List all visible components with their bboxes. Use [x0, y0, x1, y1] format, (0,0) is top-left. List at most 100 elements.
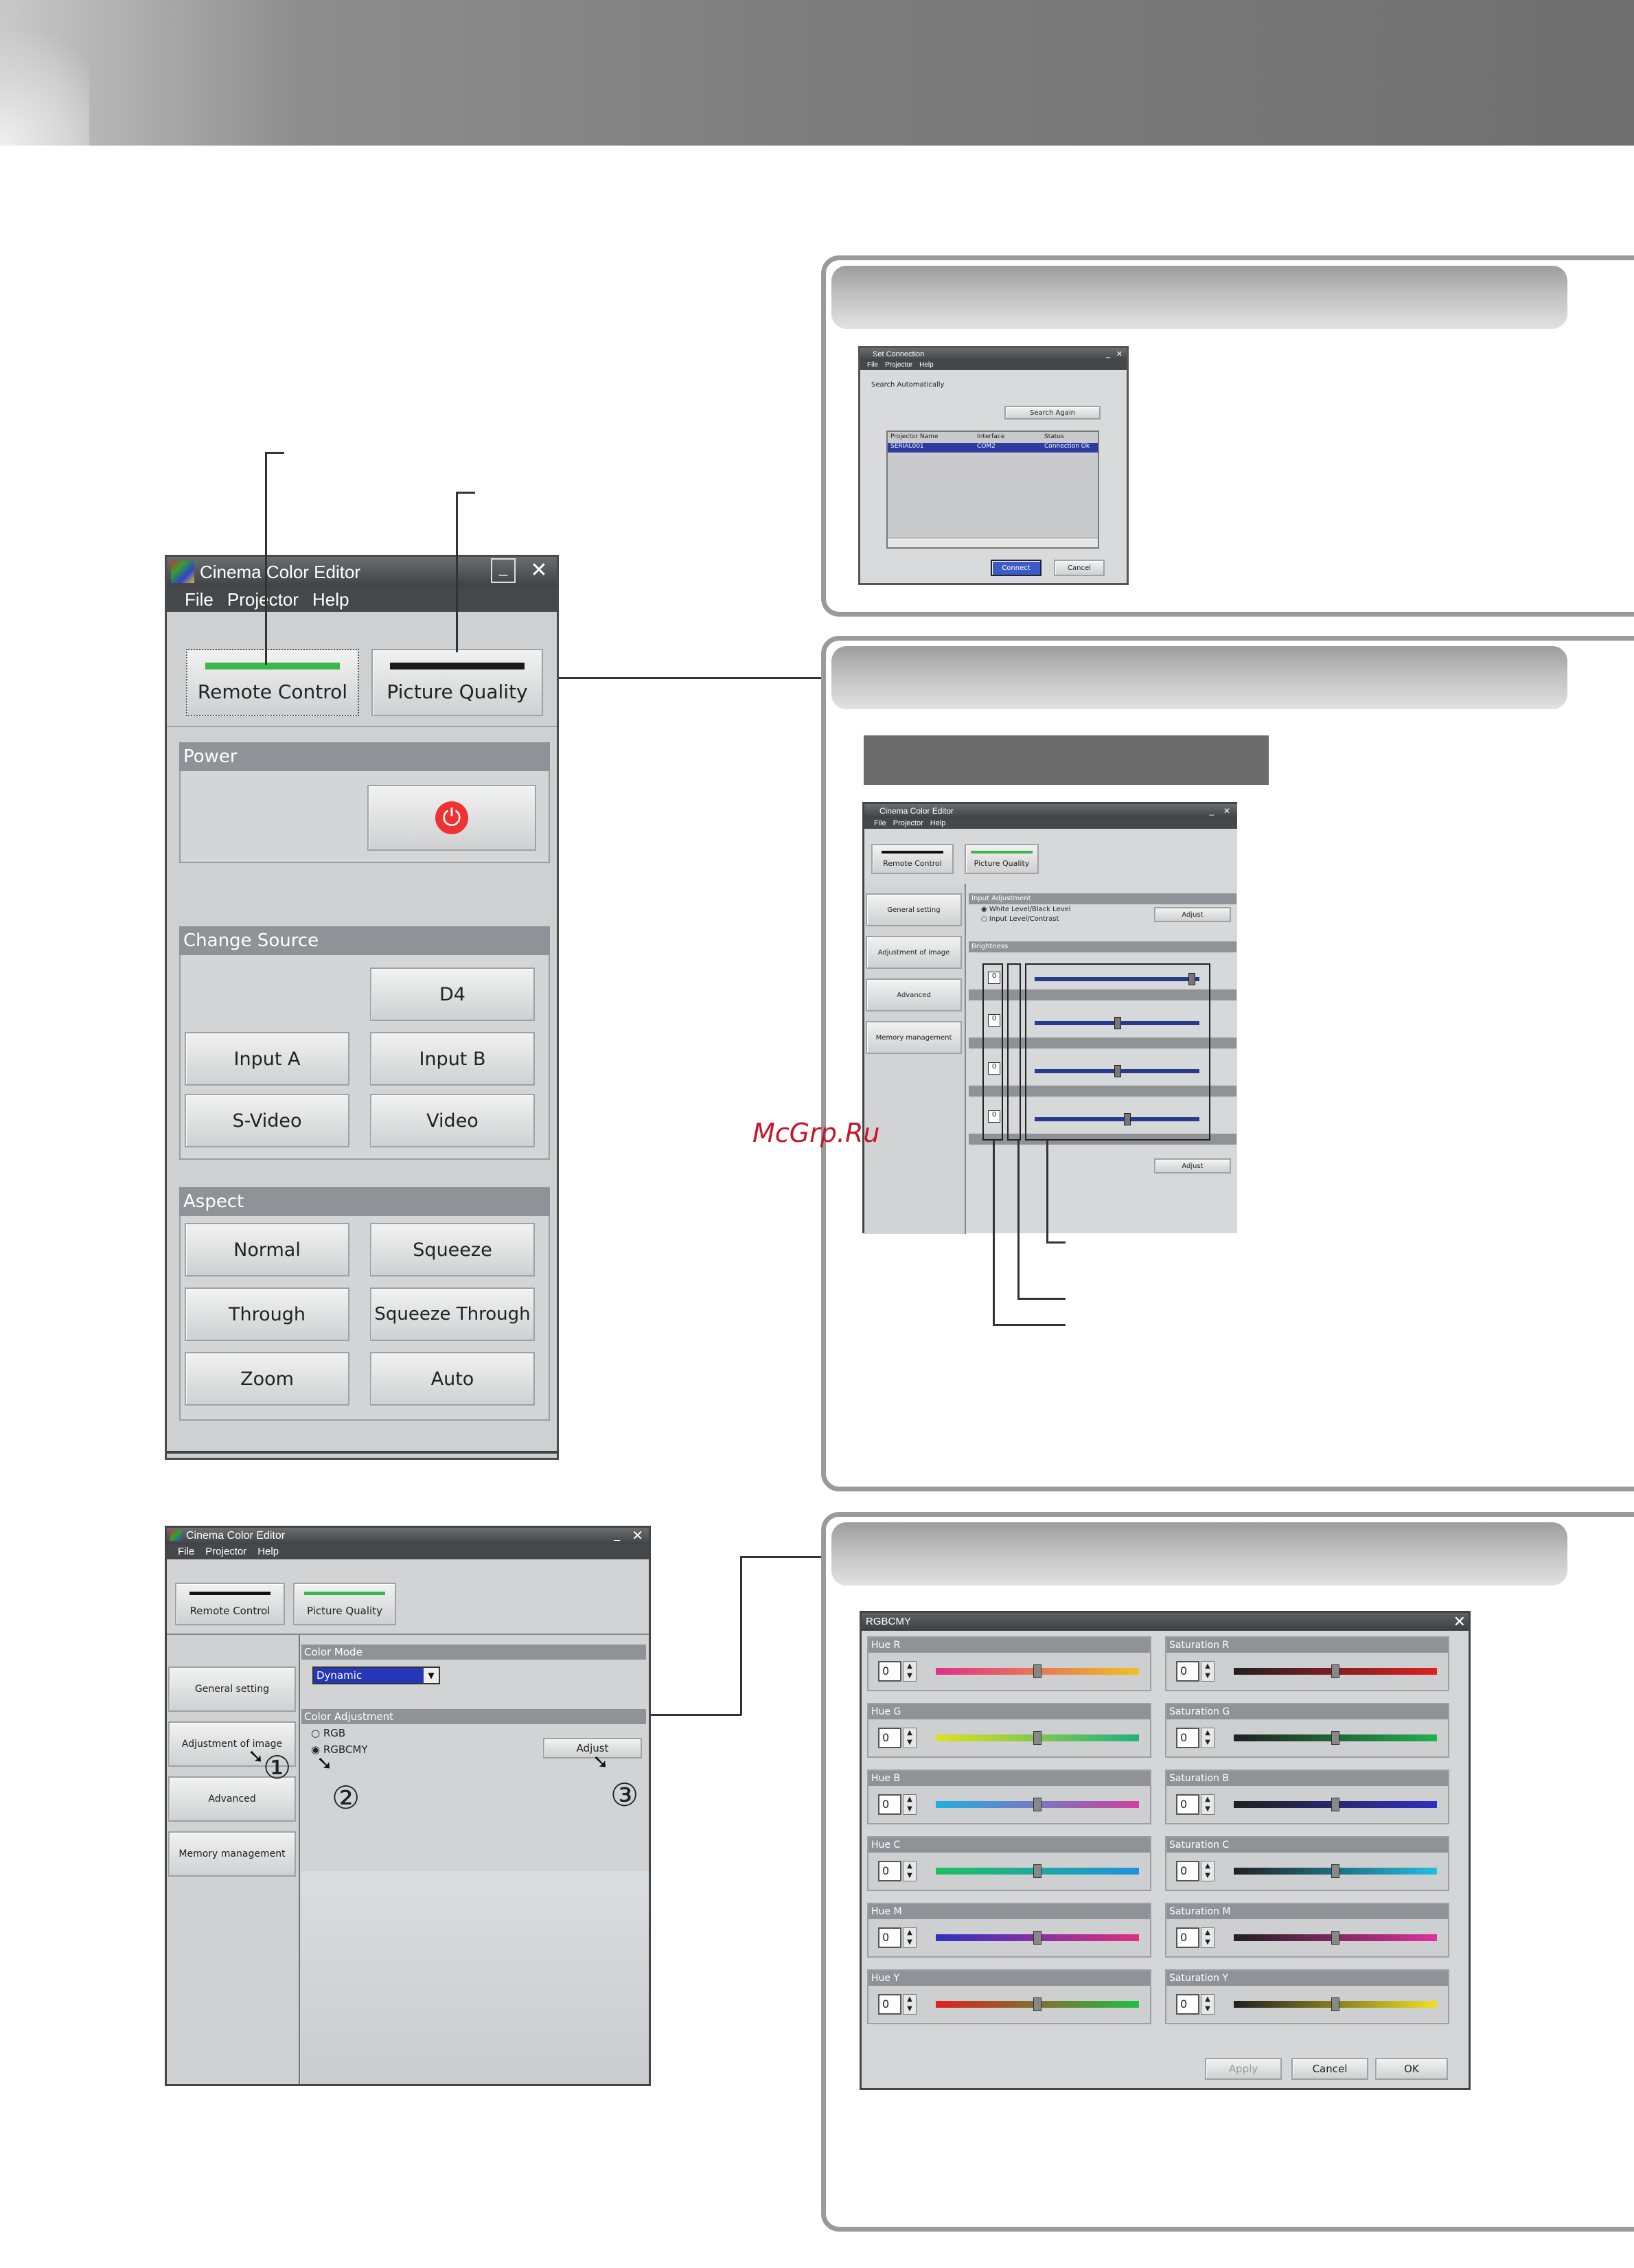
radio-white-level[interactable]: ◉ White Level/Black Level — [981, 906, 1071, 913]
cancel-button[interactable]: Cancel — [1054, 560, 1105, 576]
value-field[interactable]: 0 — [878, 1994, 901, 2015]
value-field[interactable]: 0 — [1176, 1661, 1199, 1682]
slider-thumb[interactable] — [1033, 1798, 1042, 1811]
radio-rgb[interactable]: ○ RGB — [311, 1727, 346, 1739]
slider-thumb[interactable] — [1033, 1731, 1042, 1745]
video-button[interactable]: Video — [370, 1094, 535, 1147]
menu-help[interactable]: Help — [257, 1546, 279, 1557]
color-slider[interactable] — [936, 1864, 1139, 1878]
tab-picture-quality[interactable]: Picture Quality — [293, 1583, 396, 1625]
slider-thumb[interactable] — [1033, 1997, 1042, 2011]
color-slider[interactable] — [1234, 1664, 1437, 1678]
spin-buttons[interactable]: ▲▼ — [1201, 1861, 1215, 1881]
value-field[interactable]: 0 — [878, 1728, 901, 1748]
sidebar-item-general[interactable]: General setting — [866, 893, 962, 926]
slider-thumb[interactable] — [1331, 1664, 1339, 1678]
menu-help[interactable]: Help — [930, 819, 946, 827]
color-slider[interactable] — [1035, 1065, 1199, 1077]
tab-remote-control[interactable]: Remote Control — [186, 649, 359, 716]
slider-thumb[interactable] — [1033, 1664, 1042, 1678]
value-field[interactable]: 0 — [1176, 1994, 1199, 2015]
spin-buttons[interactable]: ▲▼ — [1201, 1927, 1215, 1948]
value-field[interactable]: 0 — [1176, 1861, 1199, 1881]
color-mode-select[interactable]: Dynamic ▼ — [312, 1666, 440, 1684]
input-a-button[interactable]: Input A — [185, 1032, 349, 1086]
input-b-button[interactable]: Input B — [370, 1032, 535, 1086]
ok-button[interactable]: OK — [1375, 2058, 1448, 2080]
spin-buttons[interactable]: ▲▼ — [903, 1794, 917, 1815]
spin-buttons[interactable]: ▲▼ — [1201, 1728, 1215, 1748]
slider-thumb[interactable] — [1331, 1997, 1339, 2011]
spin-buttons[interactable]: ▲▼ — [1201, 1994, 1215, 2015]
color-slider[interactable] — [936, 1997, 1139, 2011]
slider-thumb[interactable] — [1033, 1931, 1042, 1945]
tint-slider[interactable] — [1035, 1113, 1199, 1125]
squeeze-button[interactable]: Squeeze — [370, 1223, 535, 1276]
minimize-icon[interactable]: _ — [614, 1530, 620, 1542]
minimize-icon[interactable]: _ — [491, 558, 516, 583]
slider-thumb[interactable] — [1114, 1065, 1121, 1077]
menu-help[interactable]: Help — [312, 589, 349, 610]
spin-buttons[interactable]: ▲▼ — [1201, 1794, 1215, 1815]
normal-button[interactable]: Normal — [185, 1223, 349, 1276]
sidebar-item-memory[interactable]: Memory management — [168, 1831, 296, 1877]
color-value[interactable]: 0 — [988, 1062, 1000, 1075]
color-slider[interactable] — [1234, 1931, 1437, 1945]
cancel-button[interactable]: Cancel — [1291, 2058, 1368, 2080]
value-field[interactable]: 0 — [1176, 1927, 1199, 1948]
close-icon[interactable]: ✕ — [1116, 350, 1123, 358]
color-slider[interactable] — [1234, 1997, 1437, 2011]
value-field[interactable]: 0 — [878, 1661, 901, 1682]
slider-thumb[interactable] — [1331, 1864, 1339, 1878]
brightness-slider[interactable] — [1035, 973, 1199, 985]
close-icon[interactable]: ✕ — [1223, 806, 1230, 816]
slider-thumb[interactable] — [1331, 1731, 1339, 1745]
menu-file[interactable]: File — [874, 819, 886, 827]
brightness-value[interactable]: 0 — [988, 972, 1000, 984]
tab-remote-control[interactable]: Remote Control — [175, 1583, 285, 1625]
color-slider[interactable] — [936, 1731, 1139, 1745]
table-row[interactable]: SERIAL001 COM2 Connection Ok — [888, 443, 1098, 453]
zoom-button[interactable]: Zoom — [185, 1352, 349, 1406]
tab-remote-control[interactable]: Remote Control — [871, 844, 954, 874]
spin-buttons[interactable]: ▲▼ — [903, 1661, 917, 1682]
value-field[interactable]: 0 — [1176, 1794, 1199, 1815]
menu-projector[interactable]: Projector — [893, 819, 923, 827]
minimize-icon[interactable]: _ — [1105, 350, 1110, 358]
color-slider[interactable] — [936, 1798, 1139, 1811]
minimize-icon[interactable]: _ — [1209, 806, 1214, 816]
adjust-button-2[interactable]: Adjust — [1154, 1158, 1231, 1173]
apply-button[interactable]: Apply — [1205, 2058, 1282, 2080]
slider-thumb[interactable] — [1124, 1113, 1131, 1125]
value-field[interactable]: 0 — [878, 1861, 901, 1881]
tab-picture-quality[interactable]: Picture Quality — [965, 844, 1039, 874]
spin-buttons[interactable]: ▲▼ — [903, 1861, 917, 1881]
connect-button[interactable]: Connect — [991, 560, 1042, 576]
close-icon[interactable]: ✕ — [632, 1528, 643, 1544]
contrast-value[interactable]: 0 — [988, 1014, 1000, 1027]
sidebar-item-memory[interactable]: Memory management — [866, 1021, 962, 1054]
slider-thumb[interactable] — [1331, 1931, 1339, 1945]
color-slider[interactable] — [936, 1931, 1139, 1945]
menu-help[interactable]: Help — [919, 361, 934, 369]
close-icon[interactable]: ✕ — [530, 559, 548, 582]
chevron-down-icon[interactable]: ▼ — [424, 1668, 439, 1683]
slider-thumb[interactable] — [1033, 1864, 1042, 1878]
menu-projector[interactable]: Projector — [885, 361, 913, 369]
sidebar-item-adjustment[interactable]: Adjustment of image — [168, 1721, 296, 1767]
sidebar-item-general[interactable]: General setting — [168, 1666, 296, 1712]
column-interface[interactable]: Interface — [977, 433, 1005, 440]
spin-buttons[interactable]: ▲▼ — [903, 1728, 917, 1748]
radio-rgbcmy[interactable]: ◉ RGBCMY — [311, 1743, 368, 1756]
d4-button[interactable]: D4 — [370, 967, 535, 1021]
auto-button[interactable]: Auto — [370, 1352, 535, 1406]
s-video-button[interactable]: S-Video — [185, 1094, 349, 1147]
tint-value[interactable]: 0 — [988, 1110, 1000, 1123]
spin-buttons[interactable]: ▲▼ — [1201, 1661, 1215, 1682]
through-button[interactable]: Through — [185, 1287, 349, 1341]
horizontal-scrollbar[interactable] — [888, 538, 1098, 547]
close-icon[interactable]: ✕ — [1453, 1613, 1466, 1630]
column-projector-name[interactable]: Projector Name — [890, 433, 939, 440]
sidebar-item-advanced[interactable]: Advanced — [866, 978, 962, 1011]
column-status[interactable]: Status — [1044, 433, 1064, 440]
